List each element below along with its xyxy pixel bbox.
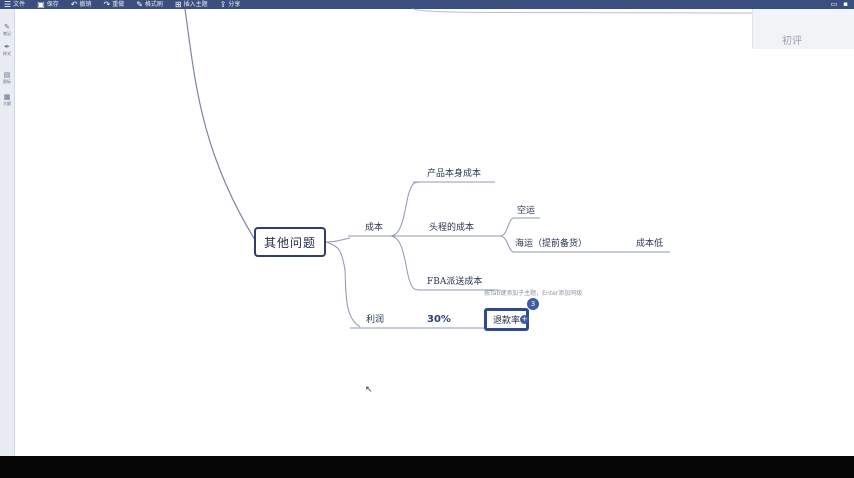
topic-badge[interactable]: 3 [527, 298, 539, 310]
redo-icon: ↷ [103, 0, 111, 9]
top-right-panel [752, 9, 854, 49]
topic-sea-freight[interactable]: 海运（提前备货） [515, 239, 588, 249]
image-icon: ▤ [3, 71, 11, 79]
toolbar-file[interactable]: ☰文件 [4, 0, 25, 9]
topic-profit[interactable]: 利润 [366, 315, 385, 325]
sidebar-item-outline-label: 大纲 [3, 101, 11, 106]
sidebar-item-style[interactable]: ✒样式 [0, 43, 14, 56]
toolbar-file-label: 文件 [13, 1, 26, 8]
topic-air-freight[interactable]: 空运 [517, 206, 536, 216]
left-sidebar: ✎笔记 ✒样式 ▤图标 ▦大纲 [0, 9, 15, 456]
toolbar-format-brush-label: 格式刷 [144, 1, 163, 8]
undo-icon: ↶ [70, 0, 78, 9]
toolbar-insert-topic[interactable]: ⊞插入主题 [175, 0, 208, 9]
toolbar-save-label: 保存 [46, 1, 59, 8]
topic-shipping-cost[interactable]: 头程的成本 [429, 223, 475, 233]
mouse-cursor-icon: ↖ [365, 385, 373, 395]
topic-cost[interactable]: 成本 [365, 223, 384, 233]
toolbar-undo[interactable]: ↶撤销 [71, 0, 92, 9]
add-subtopic-icon[interactable]: + [520, 315, 529, 324]
sidebar-item-icons-label: 图标 [3, 79, 11, 84]
topic-fba-cost[interactable]: FBA派送成本 [427, 277, 483, 287]
pen-icon: ✎ [4, 23, 10, 31]
refund-rate-label: 退款率 [492, 316, 520, 326]
brush-icon: ✎ [136, 0, 143, 9]
toolbar-redo[interactable]: ↷重做 [103, 0, 124, 9]
sidebar-item-notes-label: 笔记 [3, 31, 11, 36]
toolbar-redo-label: 重做 [112, 1, 125, 8]
share-icon: ⇪ [219, 0, 227, 9]
connector-root-upper [184, 8, 256, 241]
toolbar-share[interactable]: ⇪分享 [220, 0, 241, 9]
connector-shipping-children [499, 217, 670, 253]
toolbar-save[interactable]: ▣保存 [37, 0, 59, 9]
connector-root-upper-tail [412, 8, 753, 14]
sidebar-item-style-label: 样式 [3, 51, 11, 56]
sidebar-item-notes[interactable]: ✎笔记 [0, 23, 14, 36]
toolbar-share-label: 分享 [228, 1, 241, 8]
save-icon: ▣ [37, 0, 45, 9]
toolbar-undo-label: 撤销 [79, 1, 92, 8]
root-topic[interactable]: 其他问题 [254, 227, 326, 257]
review-label[interactable]: 初评 [782, 36, 802, 47]
topic-low-cost[interactable]: 成本低 [636, 239, 664, 249]
window-controls: ▭ ▪ [831, 0, 848, 9]
topic-product-cost[interactable]: 产品本身成本 [427, 169, 482, 179]
close-icon[interactable]: ▪ [843, 0, 848, 8]
connector-root-children [325, 237, 361, 328]
mindmap-canvas[interactable] [15, 9, 854, 456]
topic-profit-value[interactable]: 30% [427, 314, 451, 325]
selection-hint: 按Tab键添加子主题，Enter添加同级 [484, 290, 583, 297]
menu-icon: ☰ [4, 0, 12, 9]
sidebar-item-outline[interactable]: ▦大纲 [0, 93, 14, 106]
connector-cost-children [389, 181, 500, 291]
insert-icon: ⊞ [174, 0, 182, 9]
outline-icon: ▦ [3, 93, 11, 101]
restore-icon[interactable]: ▭ [830, 0, 838, 8]
sidebar-item-icons[interactable]: ▤图标 [0, 71, 14, 84]
toolbar-insert-topic-label: 插入主题 [183, 1, 208, 8]
brush-icon: ✒ [4, 43, 10, 51]
top-toolbar: ☰文件 ▣保存 ↶撤销 ↷重做 ✎格式刷 ⊞插入主题 ⇪分享 ▭ ▪ [0, 0, 854, 9]
toolbar-format-brush[interactable]: ✎格式刷 [136, 0, 163, 9]
taskbar [0, 456, 854, 478]
